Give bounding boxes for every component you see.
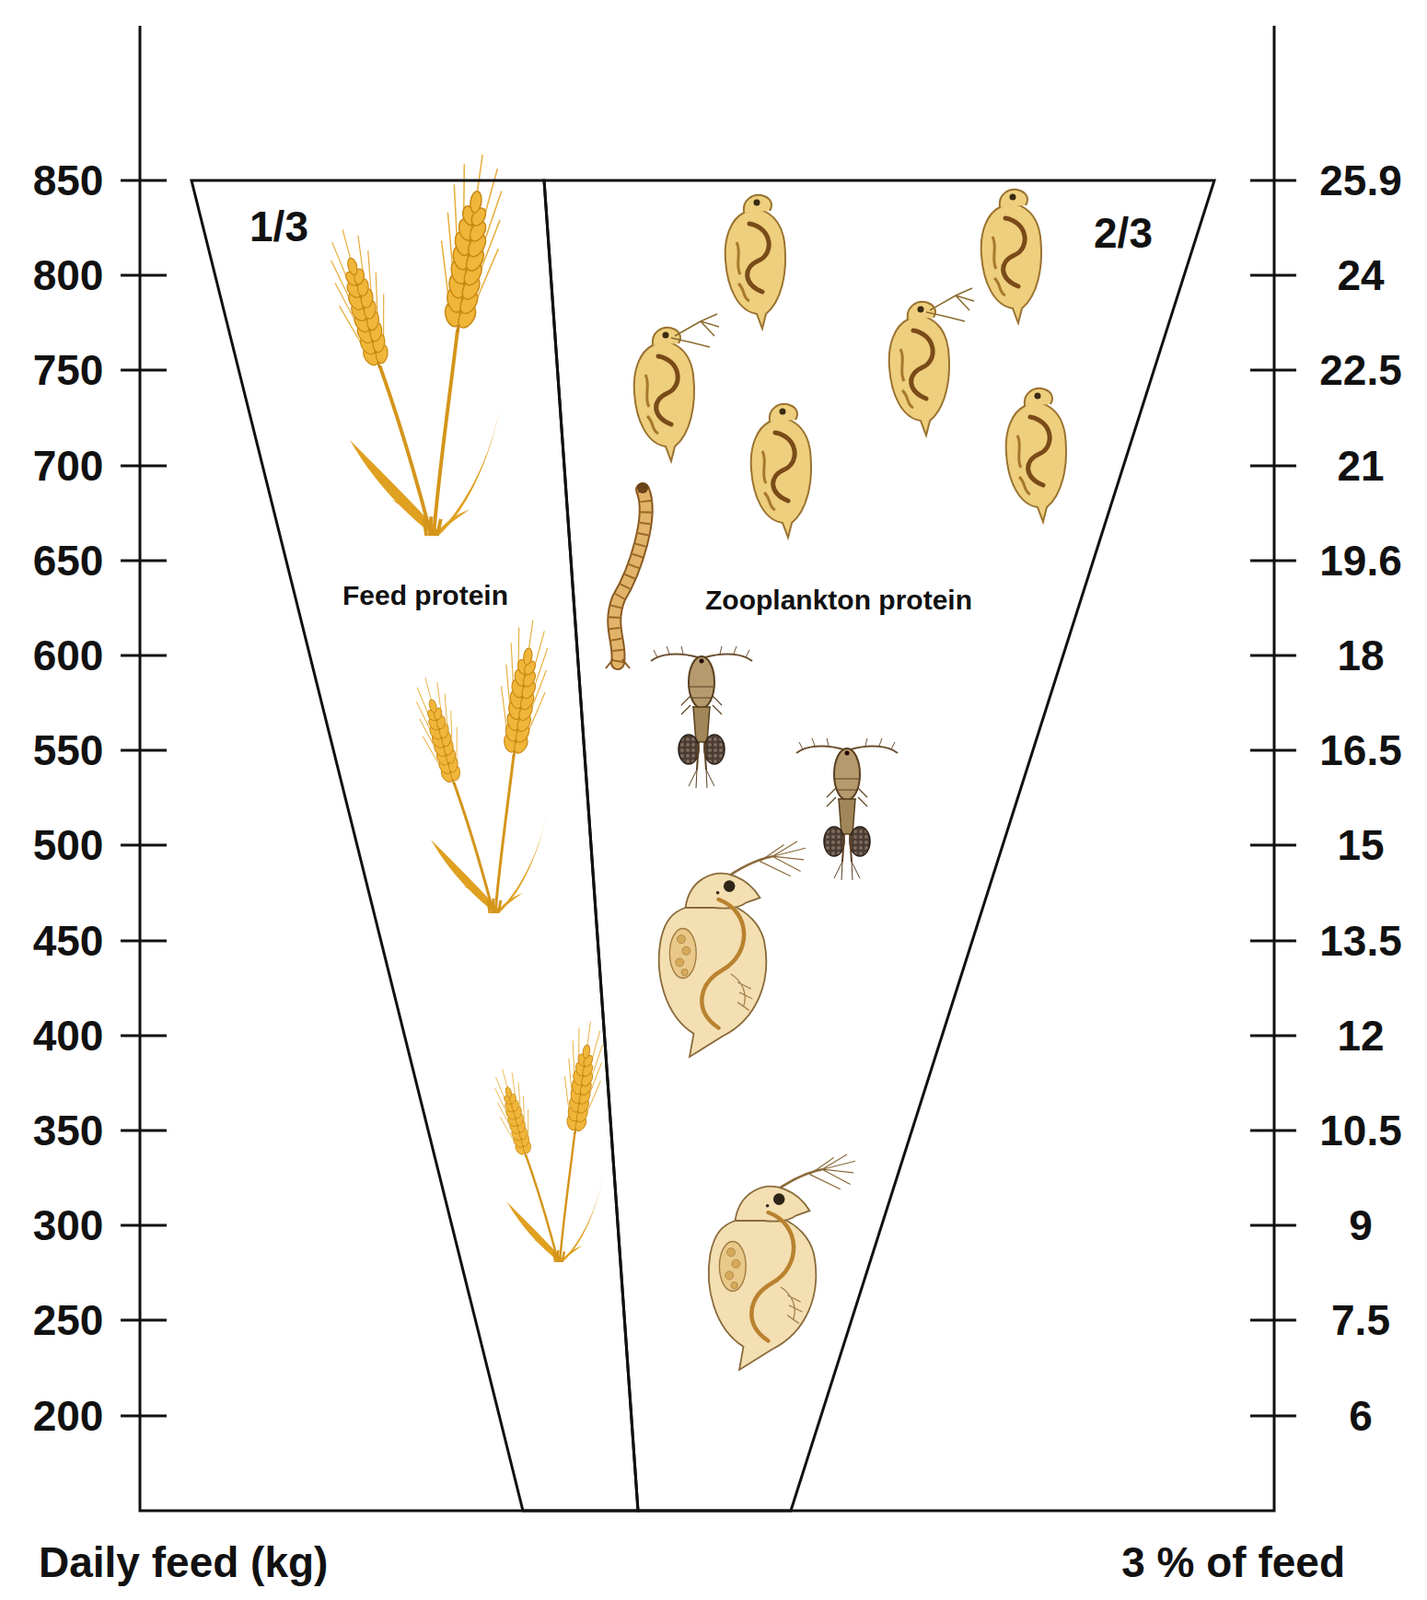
axis-tick-label: 24 [1336, 251, 1384, 301]
axis-tick-label: 10.5 [1319, 1106, 1403, 1156]
axis-tick-label: 15 [1336, 821, 1384, 871]
funnel-section-outline [544, 180, 1215, 1511]
axis-tick-label: 16.5 [1319, 726, 1403, 776]
axis-tick-label: 400 [33, 1011, 105, 1061]
axis-title: 3 % of feed [1121, 1538, 1346, 1588]
funnel-section-border [191, 180, 639, 1511]
axis-tick-label: 600 [33, 631, 105, 681]
zooplankton-illustration [605, 189, 1067, 1370]
axis-tick-label: 750 [33, 346, 105, 395]
funnel-section-border [544, 180, 1215, 1511]
axis-tick-label: 800 [33, 251, 105, 301]
section-label: Feed protein [342, 580, 509, 613]
axis-tick-label: 450 [33, 916, 105, 966]
funnel-section: 2/3Zooplankton protein [544, 180, 1215, 1511]
fraction-label: 1/3 [249, 202, 309, 252]
axis-tick-label: 250 [33, 1296, 105, 1346]
axis-tick-label: 18 [1336, 631, 1384, 681]
axis-tick-label: 350 [33, 1106, 105, 1156]
axis-tick-label: 25.9 [1319, 156, 1403, 206]
axis-tick-label: 9 [1348, 1201, 1373, 1251]
wheat-illustration [320, 150, 609, 1263]
axis-tick-label: 6 [1348, 1392, 1373, 1441]
axis-tick-label: 650 [33, 536, 105, 586]
axis-tick-label: 12 [1336, 1011, 1384, 1061]
funnel-section: 1/3Feed protein [191, 180, 639, 1511]
axis-tick-label: 22.5 [1319, 346, 1403, 395]
fraction-label: 2/3 [1093, 208, 1153, 258]
axis-tick-label: 500 [33, 821, 105, 871]
axis-tick-label: 850 [33, 156, 105, 206]
axis-tick-label: 550 [33, 726, 105, 776]
axis-tick-label: 21 [1336, 441, 1384, 491]
axis-tick-label: 200 [33, 1392, 105, 1441]
axis-tick-label: 13.5 [1319, 916, 1403, 966]
axis-lines [120, 25, 1297, 1511]
axis-title: Daily feed (kg) [38, 1538, 328, 1588]
funnel-section-outline [191, 180, 639, 1511]
axis-tick-label: 300 [33, 1201, 105, 1251]
axis-tick-label: 19.6 [1319, 536, 1403, 586]
section-label: Zooplankton protein [705, 584, 973, 617]
larva-drawing [605, 482, 649, 669]
axis-tick-label: 700 [33, 441, 105, 491]
axis-tick-label: 7.5 [1331, 1296, 1391, 1346]
